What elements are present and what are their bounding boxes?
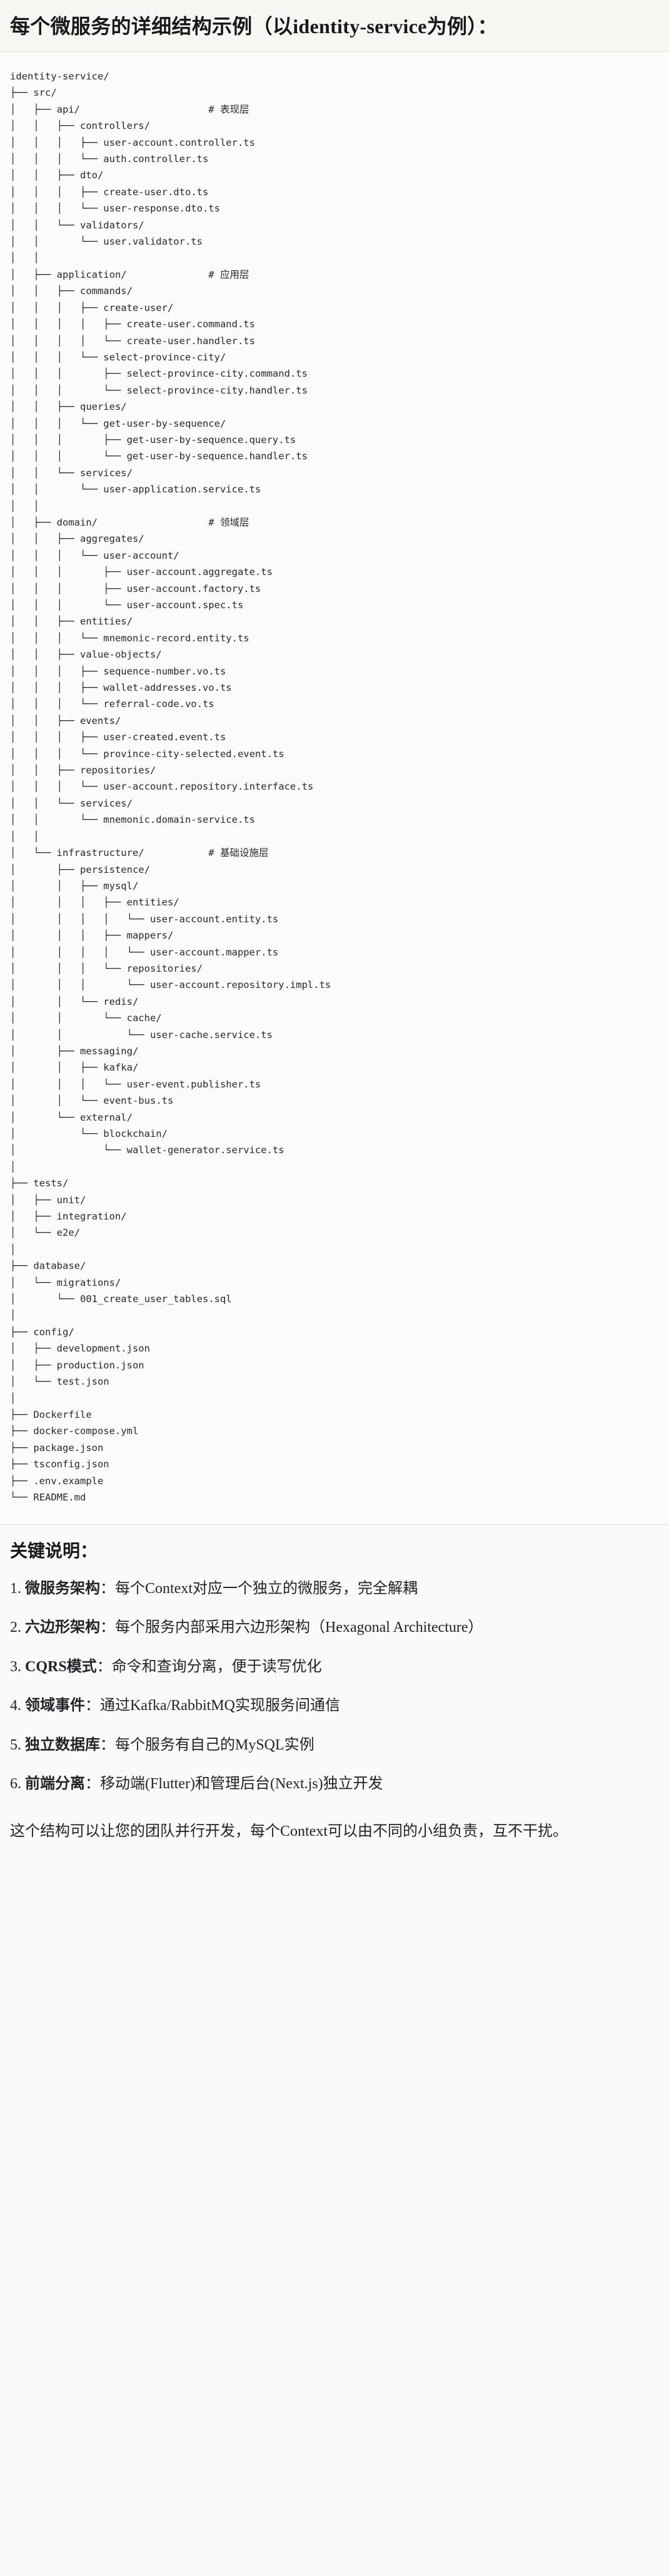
page-title: 每个微服务的详细结构示例（以identity-service为例）：: [10, 15, 498, 38]
key-point-item: 独立数据库：每个服务有自己的MySQL实例: [10, 1735, 659, 1755]
key-point-item: 六边形架构：每个服务内部采用六边形架构（Hexagonal Architectu…: [10, 1617, 659, 1637]
footer-note: 这个结构可以让您的团队并行开发，每个Context可以由不同的小组负责，互不干扰…: [10, 1823, 568, 1840]
directory-tree: identity-service/ ├── src/ │ ├── api/ # …: [10, 71, 331, 1503]
key-point-term: 六边形架构: [25, 1619, 100, 1636]
key-points-heading: 关键说明：: [10, 1542, 98, 1562]
key-point-description: 命令和查询分离，便于读写优化: [111, 1658, 322, 1675]
key-point-separator: ：: [100, 1736, 115, 1753]
key-point-description: 每个Context对应一个独立的微服务，完全解耦: [115, 1580, 418, 1597]
key-points-list: 微服务架构：每个Context对应一个独立的微服务，完全解耦六边形架构：每个服务…: [10, 1579, 659, 1794]
key-point-description: 每个服务有自己的MySQL实例: [115, 1736, 314, 1753]
key-point-separator: ：: [100, 1580, 115, 1597]
key-point-description: 每个服务内部采用六边形架构（Hexagonal Architecture）: [115, 1619, 483, 1636]
key-point-separator: ：: [85, 1775, 100, 1792]
key-point-item: 前端分离：移动端(Flutter)和管理后台(Next.js)独立开发: [10, 1774, 659, 1794]
key-point-description: 移动端(Flutter)和管理后台(Next.js)独立开发: [100, 1775, 383, 1792]
key-point-separator: ：: [85, 1698, 100, 1714]
page-root: 每个微服务的详细结构示例（以identity-service为例）： ident…: [0, 0, 669, 1859]
key-point-description: 通过Kafka/RabbitMQ实现服务间通信: [100, 1698, 340, 1714]
key-point-separator: ：: [100, 1619, 115, 1636]
key-point-term: 独立数据库: [25, 1736, 100, 1753]
key-point-term: 前端分离: [25, 1775, 85, 1792]
key-point-item: 微服务架构：每个Context对应一个独立的微服务，完全解耦: [10, 1579, 659, 1599]
key-point-item: 领域事件：通过Kafka/RabbitMQ实现服务间通信: [10, 1696, 659, 1716]
title-band: 每个微服务的详细结构示例（以identity-service为例）：: [0, 0, 669, 52]
key-point-item: CQRS模式：命令和查询分离，便于读写优化: [10, 1657, 659, 1677]
key-point-term: 领域事件: [25, 1698, 85, 1714]
key-point-term: 微服务架构: [25, 1580, 100, 1597]
key-points-section: 关键说明： 微服务架构：每个Context对应一个独立的微服务，完全解耦六边形架…: [0, 1525, 669, 1819]
directory-tree-block: identity-service/ ├── src/ │ ├── api/ # …: [0, 52, 669, 1525]
key-point-term: CQRS模式: [25, 1658, 97, 1675]
key-point-separator: ：: [96, 1658, 112, 1675]
